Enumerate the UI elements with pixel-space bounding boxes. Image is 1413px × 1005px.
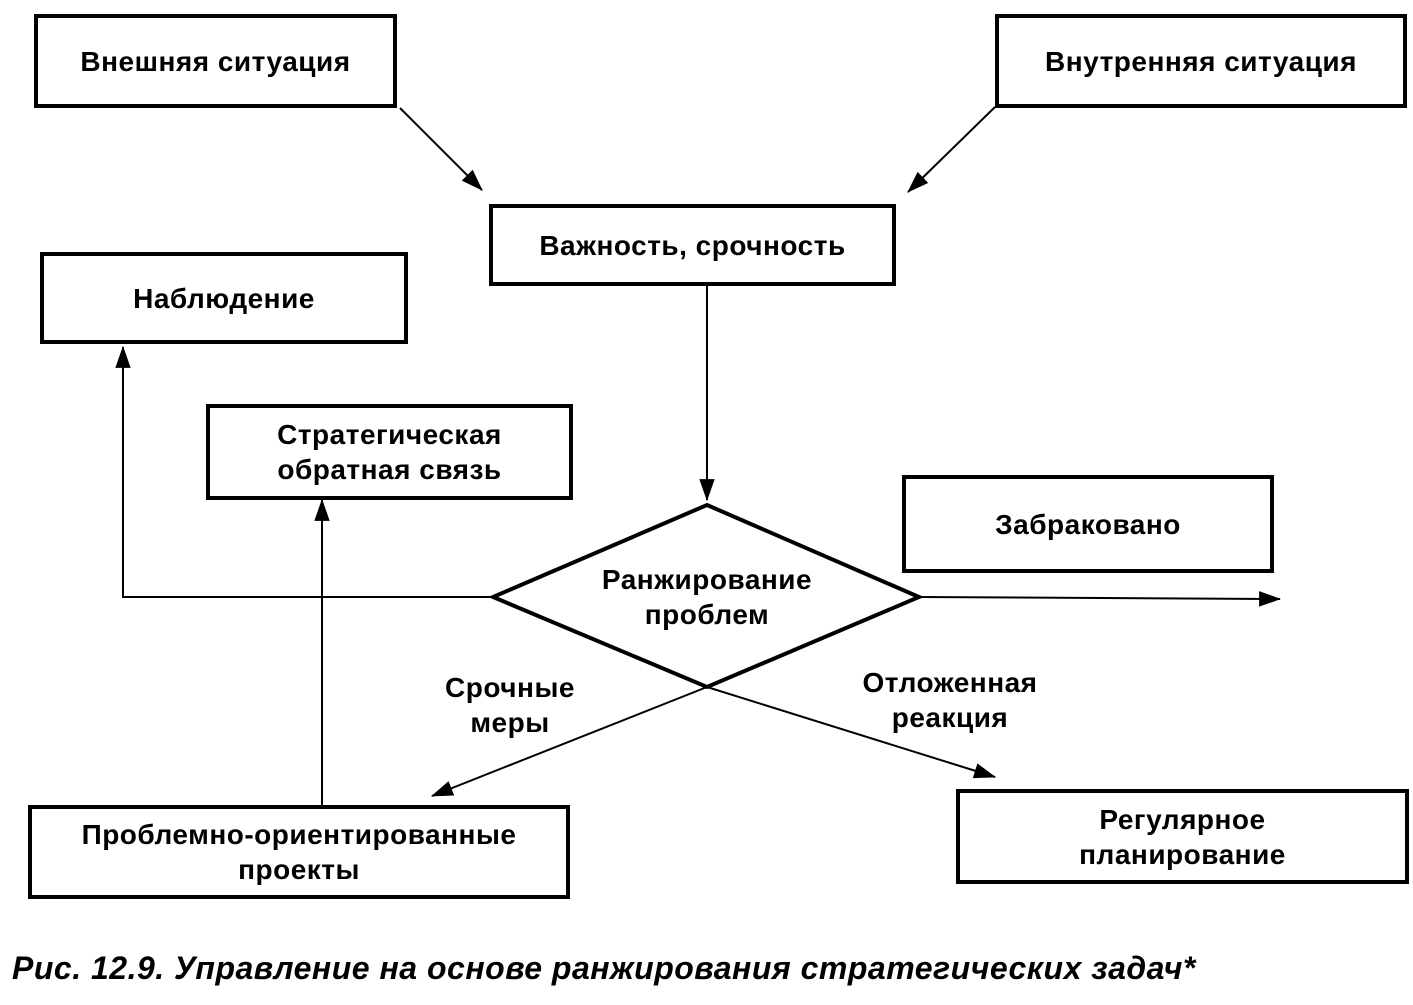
importance-urgency-box: Важность, срочность	[489, 204, 896, 286]
problem-ranking-line1: Ранжирование	[601, 564, 813, 595]
problem-ranking-label: Ранжирование проблем	[553, 562, 861, 632]
urgent-measures-line1: Срочные	[445, 672, 575, 703]
urgent-measures-line2: меры	[470, 707, 550, 738]
importance-urgency-label: Важность, срочность	[539, 229, 846, 261]
urgent-measures-label: Срочные меры	[410, 670, 610, 740]
observation-box: Наблюдение	[40, 252, 408, 344]
regular-planning-line1: Регулярное	[1099, 803, 1266, 835]
arrow-ranking-to-rejected	[918, 591, 1282, 607]
problem-projects-line1: Проблемно-ориентированные	[81, 819, 517, 850]
problem-ranking-line2: проблем	[644, 599, 770, 630]
strategic-feedback-line2: обратная связь	[277, 454, 502, 485]
regular-planning-line2: планирование	[1079, 838, 1286, 870]
strategic-feedback-line1: Стратегическая	[277, 419, 502, 450]
arrow-ranking-to-regular-planning	[706, 686, 997, 779]
observation-label: Наблюдение	[133, 282, 315, 314]
arrow-ranking-to-observation	[115, 345, 493, 598]
external-situation-label: Внешняя ситуация	[80, 45, 351, 77]
delayed-reaction-label: Отложенная реакция	[830, 665, 1070, 735]
arrow-internal-to-importance	[907, 106, 996, 193]
external-situation-box: Внешняя ситуация	[34, 14, 397, 108]
problem-projects-box: Проблемно-ориентированные проекты	[28, 805, 570, 899]
rejected-box: Забраковано	[902, 475, 1274, 573]
figure-caption: Рис. 12.9. Управление на основе ранжиров…	[12, 950, 1196, 986]
regular-planning-box: Регулярное планирование	[956, 789, 1409, 884]
delayed-reaction-line1: Отложенная	[862, 667, 1038, 698]
internal-situation-box: Внутренняя ситуация	[995, 14, 1407, 108]
problem-projects-line2: проекты	[238, 854, 360, 885]
arrow-ranking-to-projects	[430, 686, 708, 797]
rejected-label: Забраковано	[995, 508, 1181, 540]
strategic-feedback-box: Стратегическая обратная связь	[206, 404, 573, 500]
internal-situation-label: Внутренняя ситуация	[1045, 45, 1357, 77]
delayed-reaction-line2: реакция	[891, 702, 1009, 733]
arrow-external-to-importance	[399, 107, 483, 191]
